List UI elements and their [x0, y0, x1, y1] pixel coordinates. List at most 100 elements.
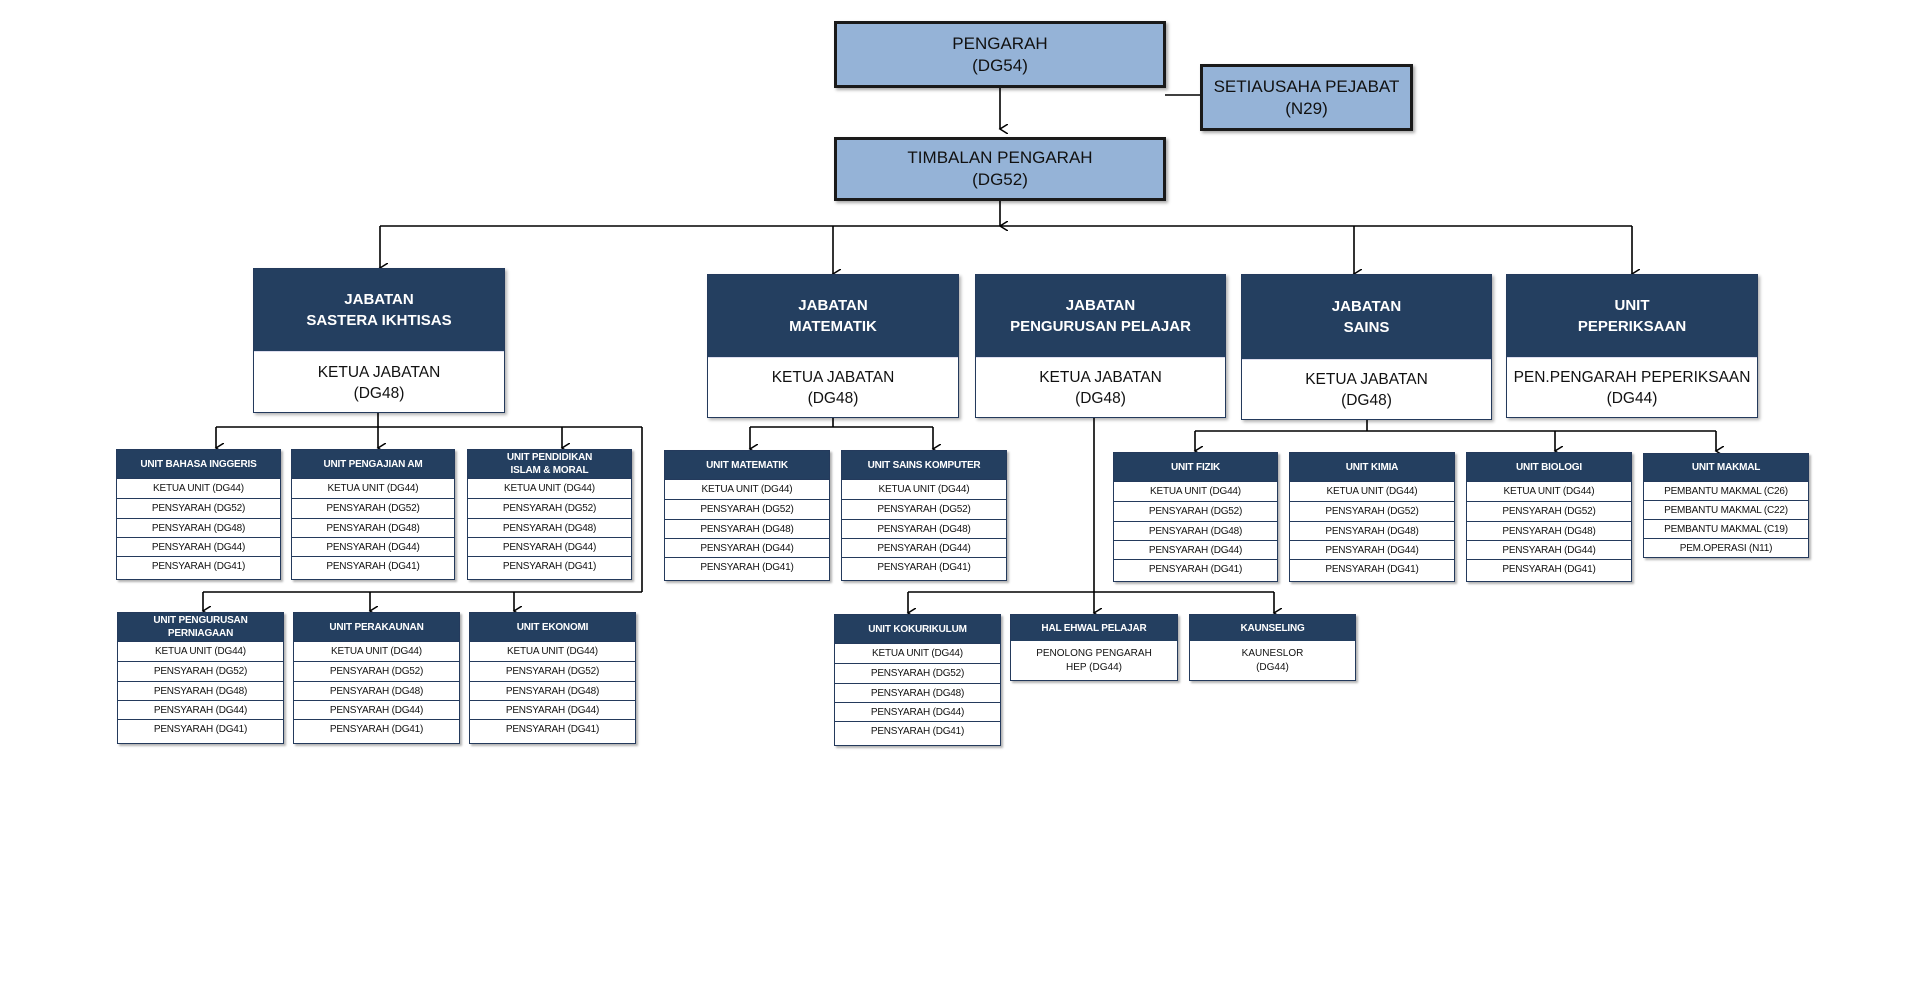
dept-sastera-ikhtisas: JABATAN SASTERA IKHTISAS KETUA JABATAN (… [253, 268, 505, 413]
unit-row: PENSYARAH (DG48) [292, 518, 454, 537]
dept-peperiksaan: UNIT PEPERIKSAAN PEN.PENGARAH PEPERIKSAA… [1506, 274, 1758, 418]
dept-head-line: JABATAN [1065, 297, 1136, 314]
dept-head-line: JABATAN [1331, 298, 1402, 315]
unit-head-line: UNIT KIMIA [1345, 461, 1399, 473]
dept-head-line: SAINS [1343, 319, 1390, 336]
unit-head: KAUNSELING [1190, 615, 1355, 641]
dept-body: KETUA JABATAN (DG48) [254, 352, 504, 413]
dept-head: JABATAN PENGURUSAN PELAJAR [976, 275, 1225, 358]
unit-row: PENSYARAH (DG48) [835, 683, 1000, 702]
unit-row: PENSYARAH (DG52) [842, 499, 1006, 519]
unit-head-line: UNIT MAKMAL [1691, 462, 1761, 473]
unit-row: KETUA UNIT (DG44) [294, 641, 459, 661]
unit-row: PENSYARAH (DG44) [665, 538, 829, 557]
unit-body-line: HEP (DG44) [1066, 661, 1122, 673]
unit-head: UNIT KIMIA [1290, 453, 1454, 481]
timbalan-grade: (DG52) [972, 170, 1028, 189]
unit-row: PENSYARAH (DG44) [842, 538, 1006, 557]
unit-row: PENSYARAH (DG48) [118, 681, 283, 700]
unit-row: PENSYARAH (DG48) [117, 518, 280, 537]
unit-head: UNIT MATEMATIK [665, 451, 829, 479]
dept-matematik: JABATAN MATEMATIK KETUA JABATAN (DG48) [707, 274, 959, 418]
unit-row: PENSYARAH (DG44) [1290, 540, 1454, 559]
setiausaha-box: SETIAUSAHA PEJABAT (N29) [1200, 64, 1413, 131]
dept-body-line: KETUA JABATAN [317, 363, 441, 381]
unit-row: PENSYARAH (DG44) [1114, 540, 1277, 559]
dept-body-line: (DG44) [1606, 390, 1658, 407]
dept-body: KETUA JABATAN (DG48) [1242, 360, 1491, 420]
unit-row: PENSYARAH (DG52) [1467, 501, 1631, 521]
unit-perakaunan: UNIT PERAKAUNAN KETUA UNIT (DG44) PENSYA… [293, 612, 460, 744]
unit-head-line: UNIT KOKURIKULUM [868, 623, 967, 635]
unit-row: KETUA UNIT (DG44) [1290, 481, 1454, 501]
unit-row: PENSYARAH (DG41) [1114, 559, 1277, 578]
dept-head-line: PEPERIKSAAN [1577, 318, 1687, 335]
dept-body-line: KETUA JABATAN [1305, 371, 1428, 388]
unit-row: PENSYARAH (DG41) [1290, 559, 1454, 578]
unit-row: PENSYARAH (DG52) [1290, 501, 1454, 521]
dept-head-line: JABATAN [344, 291, 414, 308]
dept-body-line: (DG48) [807, 390, 859, 407]
unit-head-line: UNIT PENDIDIKAN [506, 452, 593, 463]
unit-kimia: UNIT KIMIA KETUA UNIT (DG44) PENSYARAH (… [1289, 452, 1455, 582]
unit-row: KETUA UNIT (DG44) [1114, 481, 1277, 501]
unit-row: PEMBANTU MAKMAL (C19) [1644, 519, 1808, 538]
dept-body-line: (DG48) [353, 384, 405, 402]
unit-ekonomi: UNIT EKONOMI KETUA UNIT (DG44) PENSYARAH… [469, 612, 636, 744]
unit-row: PENSYARAH (DG52) [665, 499, 829, 519]
unit-pengajian-am: UNIT PENGAJIAN AM KETUA UNIT (DG44) PENS… [291, 449, 455, 580]
unit-body: KAUNESLOR (DG44) [1190, 641, 1355, 680]
unit-head: UNIT KOKURIKULUM [835, 615, 1000, 643]
unit-kaunseling: KAUNSELING KAUNESLOR (DG44) [1189, 614, 1356, 681]
unit-body-line: PENOLONG PENGARAH [1036, 647, 1152, 659]
dept-body: KETUA JABATAN (DG48) [708, 358, 958, 418]
unit-head-line: UNIT FIZIK [1170, 461, 1221, 473]
unit-row: PENSYARAH (DG52) [468, 498, 631, 518]
unit-head-line: UNIT SAINS KOMPUTER [867, 459, 981, 471]
unit-row: PENSYARAH (DG52) [470, 661, 635, 681]
unit-head: UNIT FIZIK [1114, 453, 1277, 481]
dept-head-line: MATEMATIK [789, 318, 877, 335]
unit-head-line: UNIT BIOLOGI [1516, 461, 1582, 473]
unit-head-line: UNIT PENGAJIAN AM [323, 458, 423, 470]
unit-matematik: UNIT MATEMATIK KETUA UNIT (DG44) PENSYAR… [664, 450, 830, 581]
dept-body-line: PEN.PENGARAH PEPERIKSAAN [1513, 369, 1751, 386]
unit-row: KETUA UNIT (DG44) [470, 641, 635, 661]
unit-body-line: KAUNESLOR [1241, 647, 1304, 659]
unit-row: PENSYARAH (DG48) [1467, 521, 1631, 540]
unit-bahasa-inggeris: UNIT BAHASA INGGERIS KETUA UNIT (DG44) P… [116, 449, 281, 580]
unit-row: PENSYARAH (DG48) [1114, 521, 1277, 540]
dept-head-line: JABATAN [798, 297, 868, 314]
unit-row: PENSYARAH (DG52) [294, 661, 459, 681]
unit-head-line: UNIT MATEMATIK [706, 459, 788, 471]
unit-head-line: UNIT PERAKAUNAN [329, 621, 424, 633]
unit-fizik: UNIT FIZIK KETUA UNIT (DG44) PENSYARAH (… [1113, 452, 1278, 582]
unit-row: PENSYARAH (DG41) [292, 556, 454, 575]
unit-row: PENSYARAH (DG41) [835, 721, 1000, 740]
unit-row: PEMBANTU MAKMAL (C26) [1644, 481, 1808, 500]
unit-row: PENSYARAH (DG48) [470, 681, 635, 700]
unit-row: PENSYARAH (DG44) [470, 700, 635, 719]
unit-body: PENOLONG PENGARAH HEP (DG44) [1011, 641, 1177, 680]
pengarah-title: PENGARAH [952, 33, 1048, 53]
dept-body-line: (DG48) [1341, 392, 1392, 409]
unit-row: PENSYARAH (DG48) [1290, 521, 1454, 540]
unit-head: UNIT MAKMAL [1644, 454, 1808, 481]
unit-head: UNIT PENGURUSAN PERNIAGAAN [118, 613, 283, 641]
unit-body-line: (DG44) [1256, 661, 1289, 673]
dept-head: UNIT PEPERIKSAAN [1507, 275, 1757, 358]
unit-head: HAL EHWAL PELAJAR [1011, 615, 1177, 641]
unit-row: PENSYARAH (DG44) [292, 537, 454, 556]
unit-row: PENSYARAH (DG44) [118, 700, 283, 719]
dept-body-line: (DG48) [1075, 390, 1126, 407]
unit-head: UNIT BAHASA INGGERIS [117, 450, 280, 478]
unit-head-line: HAL EHWAL PELAJAR [1041, 622, 1147, 634]
unit-row: PENSYARAH (DG52) [118, 661, 283, 681]
unit-head: UNIT BIOLOGI [1467, 453, 1631, 481]
dept-sains: JABATAN SAINS KETUA JABATAN (DG48) [1241, 274, 1492, 420]
unit-row: KETUA UNIT (DG44) [117, 478, 280, 498]
unit-row: PENSYARAH (DG44) [1467, 540, 1631, 559]
unit-row: PENSYARAH (DG44) [835, 702, 1000, 721]
unit-head-line: UNIT BAHASA INGGERIS [140, 458, 257, 470]
